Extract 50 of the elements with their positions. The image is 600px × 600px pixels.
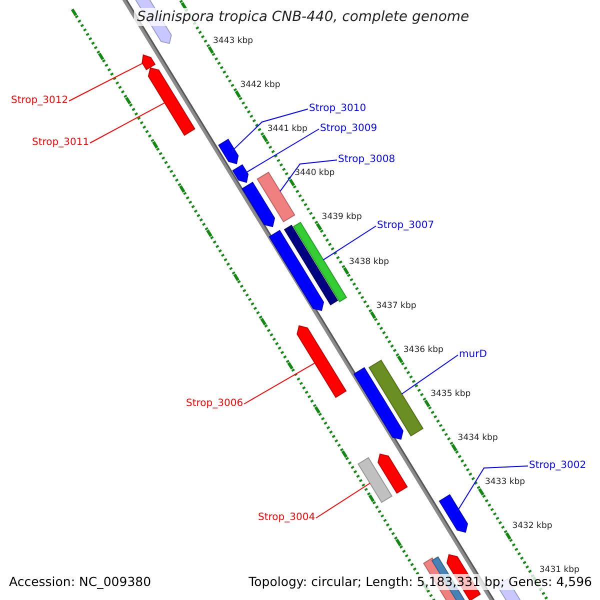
gene-bar [256, 172, 296, 222]
leader-line [234, 108, 308, 150]
leader-line [280, 160, 338, 192]
scale-label: 3436 kbp [403, 344, 444, 355]
scale-label: 3437 kbp [376, 300, 416, 311]
leader-line [246, 128, 320, 173]
scale-label: 3438 kbp [349, 256, 390, 266]
scale-label: 3431 kbp [539, 565, 580, 576]
gene-label: Strop_3009 [320, 123, 378, 135]
leader-line [68, 62, 144, 102]
gene-bar [292, 222, 348, 302]
gene-block [296, 325, 347, 398]
gene-block [378, 454, 408, 494]
scale-label: 3442 kbp [240, 80, 280, 90]
scale-label: 3435 kbp [430, 388, 471, 399]
gene-block [218, 138, 239, 164]
gene-block [232, 164, 249, 183]
leader-line [244, 362, 316, 404]
gene-block [268, 230, 324, 312]
gene-label: Strop_3007 [377, 220, 434, 232]
gene-label: murD [459, 349, 487, 361]
accession-note: Accession: NC_009380 [7, 574, 154, 590]
scale-label: 3441 kbp [267, 124, 308, 134]
gene-bar [357, 457, 393, 504]
scale-label: 3440 kbp [294, 168, 335, 178]
gene-bar [368, 360, 424, 436]
scale-label: 3439 kbp [322, 212, 362, 222]
gene-label: Strop_3004 [258, 512, 316, 524]
scale-label: 3434 kbp [458, 432, 498, 443]
leader-line [458, 466, 528, 510]
gene-label: Strop_3011 [32, 137, 90, 149]
scale-label: 3432 kbp [512, 521, 552, 532]
gene-label: Strop_3010 [309, 103, 366, 115]
scale-label: 3443 kbp [213, 36, 254, 46]
leader-line [322, 226, 376, 260]
gene-block [142, 54, 156, 70]
leader-line [316, 482, 370, 518]
gene-label: Strop_3008 [338, 154, 396, 166]
gene-block [148, 67, 196, 136]
gene-block [438, 494, 468, 533]
leader-line [401, 354, 458, 394]
gene-block [353, 367, 404, 440]
gene-label: Strop_3012 [11, 95, 68, 107]
gene-block [242, 182, 276, 228]
scale-label: 3433 kbp [485, 477, 526, 487]
genome-summary-note: Topology: circular; Length: 5,183,331 bp; Genes: 4,596 [246, 574, 594, 590]
leader-line [90, 102, 166, 144]
gene-label: Strop_3006 [186, 398, 244, 410]
gene-bar [284, 224, 338, 306]
gene-label: Strop_3002 [529, 460, 586, 472]
